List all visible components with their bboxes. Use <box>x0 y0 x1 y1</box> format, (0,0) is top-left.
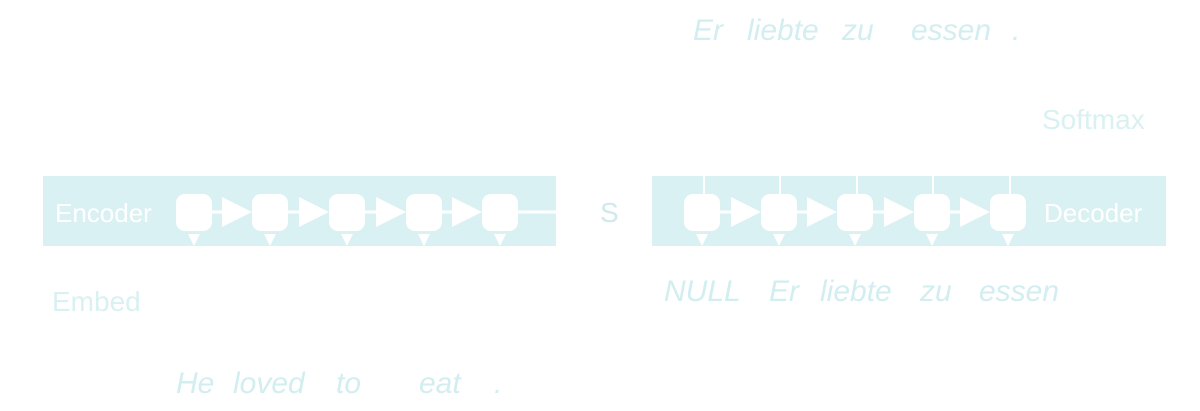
decoder-cell <box>761 194 797 231</box>
softmax-label: Softmax <box>1042 104 1145 135</box>
encoder-input-word: loved <box>233 367 306 400</box>
encoder-cell <box>252 194 288 231</box>
encoder-cell <box>176 194 212 231</box>
encoder-cell <box>406 194 442 231</box>
decoder-input-word: essen <box>979 275 1059 308</box>
encoder-input-word: . <box>494 367 502 400</box>
encoder-cells <box>176 194 518 231</box>
encoder-input-word: to <box>336 367 361 400</box>
decoder-cell <box>990 194 1026 231</box>
encoder-label: Encoder <box>55 198 152 228</box>
encoder-input-word: He <box>176 367 214 400</box>
decoder-cell <box>684 194 720 231</box>
encoder-cell <box>482 194 518 231</box>
decoder-input-ticks <box>696 234 1014 246</box>
state-label: S <box>600 197 619 228</box>
decoder-output-word: zu <box>841 14 874 47</box>
decoder-input-words: NULL Er liebte zu essen <box>664 275 1059 308</box>
decoder-input-word: zu <box>919 275 952 308</box>
decoder-cell <box>914 194 950 231</box>
decoder-output-words: Er liebte zu essen . <box>693 14 1020 47</box>
decoder-cell <box>837 194 873 231</box>
decoder-input-word: liebte <box>820 275 892 308</box>
decoder-output-lines <box>703 176 1011 194</box>
encoder-input-words: He loved to eat . <box>176 367 502 400</box>
decoder-input-word: NULL <box>664 275 741 308</box>
decoder-output-word: essen <box>911 14 991 47</box>
decoder-input-word: Er <box>769 275 800 308</box>
decoder-output-word: Er <box>693 14 724 47</box>
encoder-cell <box>329 194 365 231</box>
encoder-input-ticks <box>188 234 506 246</box>
embed-label: Embed <box>52 286 141 317</box>
decoder-cells <box>684 194 1026 231</box>
encoder-input-word: eat <box>419 367 462 400</box>
decoder-output-word: . <box>1012 14 1020 47</box>
decoder-label: Decoder <box>1044 198 1143 228</box>
decoder-output-word: liebte <box>747 14 819 47</box>
